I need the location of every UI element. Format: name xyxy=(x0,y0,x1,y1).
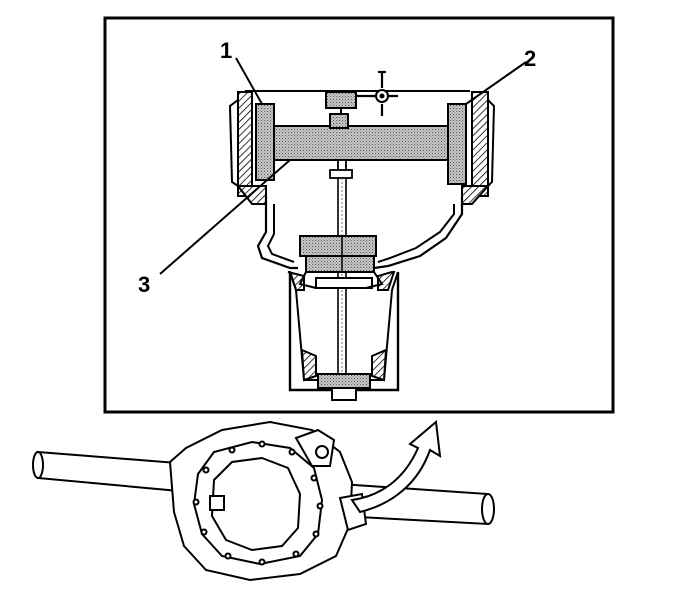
callout-1: 1 xyxy=(220,38,232,63)
rear-axle-assembly xyxy=(32,420,495,582)
detail-pointer-arrow xyxy=(350,420,442,514)
detail-frame xyxy=(103,16,615,414)
pinion-depth-tool xyxy=(255,70,467,374)
arbor-bar xyxy=(273,125,449,161)
carrier-housing-section xyxy=(228,90,496,401)
right-disc xyxy=(447,103,467,185)
gauge-block xyxy=(299,235,377,257)
callout-3: 3 xyxy=(138,272,150,297)
callout-2-leader xyxy=(465,61,527,105)
callout-1-leader xyxy=(235,57,263,105)
left-disc xyxy=(255,103,275,181)
callout-3-leader xyxy=(159,159,291,275)
callout-2: 2 xyxy=(524,46,536,71)
